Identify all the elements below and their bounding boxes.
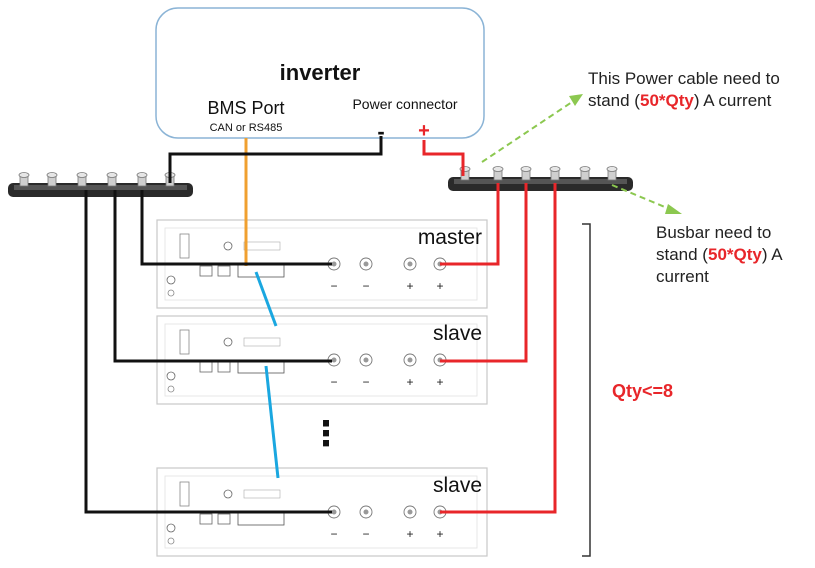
power-connector-label: Power connector: [352, 96, 457, 112]
negative-terminal: −: [359, 353, 373, 389]
busbar-note-line3: current: [656, 267, 709, 286]
bms-port-label: BMS Port: [207, 98, 284, 118]
busbar-bolt: [492, 166, 504, 181]
terminal-sign: −: [330, 375, 337, 389]
master-negative-wire: [140, 190, 332, 266]
inverter-plus-sign: +: [418, 120, 430, 142]
terminal-sign: +: [436, 375, 443, 389]
cable-note-line2: stand (50*Qty) A current: [588, 91, 772, 110]
positive-terminal: +: [403, 257, 417, 293]
terminal-sign: +: [436, 279, 443, 293]
busbar-note-arrowhead: [665, 204, 682, 214]
negative-terminal: −: [359, 257, 373, 293]
busbar-current-note: Busbar need to stand (50*Qty) A current: [656, 222, 783, 288]
busbar-bolt: [46, 172, 58, 187]
negative-terminal: −: [327, 353, 341, 389]
cable-note-line1: This Power cable need to: [588, 69, 780, 88]
battery-role-label: slave: [433, 322, 482, 345]
link-cable-slave-last: [264, 365, 280, 479]
negative-terminal: −: [359, 505, 373, 541]
busbar-note-line1: Busbar need to: [656, 223, 772, 242]
inverter-negative-cable: [168, 136, 383, 183]
quantity-label: Qty<=8: [612, 381, 673, 401]
terminal-sign: −: [362, 279, 369, 293]
cable-note-arrowhead: [569, 94, 583, 106]
inverter-box: [155, 7, 485, 139]
positive-busbar: [448, 166, 633, 191]
terminal-sign: +: [406, 279, 413, 293]
inverter-positive-cable: [422, 140, 465, 176]
positive-terminal: +: [403, 353, 417, 389]
busbar-bolt: [18, 172, 30, 187]
terminal-sign: +: [436, 527, 443, 541]
terminal-sign: +: [406, 527, 413, 541]
busbar-bolt: [549, 166, 561, 181]
busbar-bolt: [76, 172, 88, 187]
inverter: inverter BMS Port CAN or RS485 Power con…: [155, 7, 485, 144]
busbar-bolt: [579, 166, 591, 181]
inverter-minus-sign: -: [377, 119, 384, 144]
positive-wires: [422, 140, 557, 514]
slave-negative-wire: [113, 190, 332, 363]
more-modules-ellipsis: ⋮: [309, 415, 343, 453]
busbar-bolt: [136, 172, 148, 187]
master-positive-wire: [440, 183, 500, 266]
annotation-arrows: [481, 99, 673, 211]
quantity-bracket: [582, 223, 591, 557]
link-cable-master-slave: [254, 271, 278, 327]
busbar-bolt: [520, 166, 532, 181]
busbar-note-line2: stand (50*Qty) A: [656, 245, 783, 264]
inverter-title: inverter: [280, 60, 361, 85]
negative-wires: [84, 136, 383, 514]
last-slave-negative-wire: [84, 190, 332, 514]
cable-note-arrow: [481, 99, 576, 163]
busbar-note-highlight: 50*Qty: [707, 245, 762, 264]
last-slave-positive-wire: [440, 183, 557, 514]
terminal-sign: −: [362, 375, 369, 389]
slave-positive-wire: [440, 183, 528, 363]
terminal-sign: −: [330, 527, 337, 541]
cable-current-note: This Power cable need to stand (50*Qty) …: [588, 68, 780, 112]
negative-busbar: [8, 172, 193, 197]
busbar-note-arrow: [611, 184, 673, 211]
busbar-bolt: [606, 166, 618, 181]
terminal-sign: +: [406, 375, 413, 389]
bms-port-subtitle: CAN or RS485: [210, 122, 283, 134]
cable-note-highlight: 50*Qty: [639, 91, 694, 110]
busbar-bolt: [106, 172, 118, 187]
battery-role-label: slave: [433, 474, 482, 497]
terminal-sign: −: [330, 279, 337, 293]
terminal-sign: −: [362, 527, 369, 541]
battery-role-label: master: [418, 226, 482, 249]
positive-terminal: +: [403, 505, 417, 541]
